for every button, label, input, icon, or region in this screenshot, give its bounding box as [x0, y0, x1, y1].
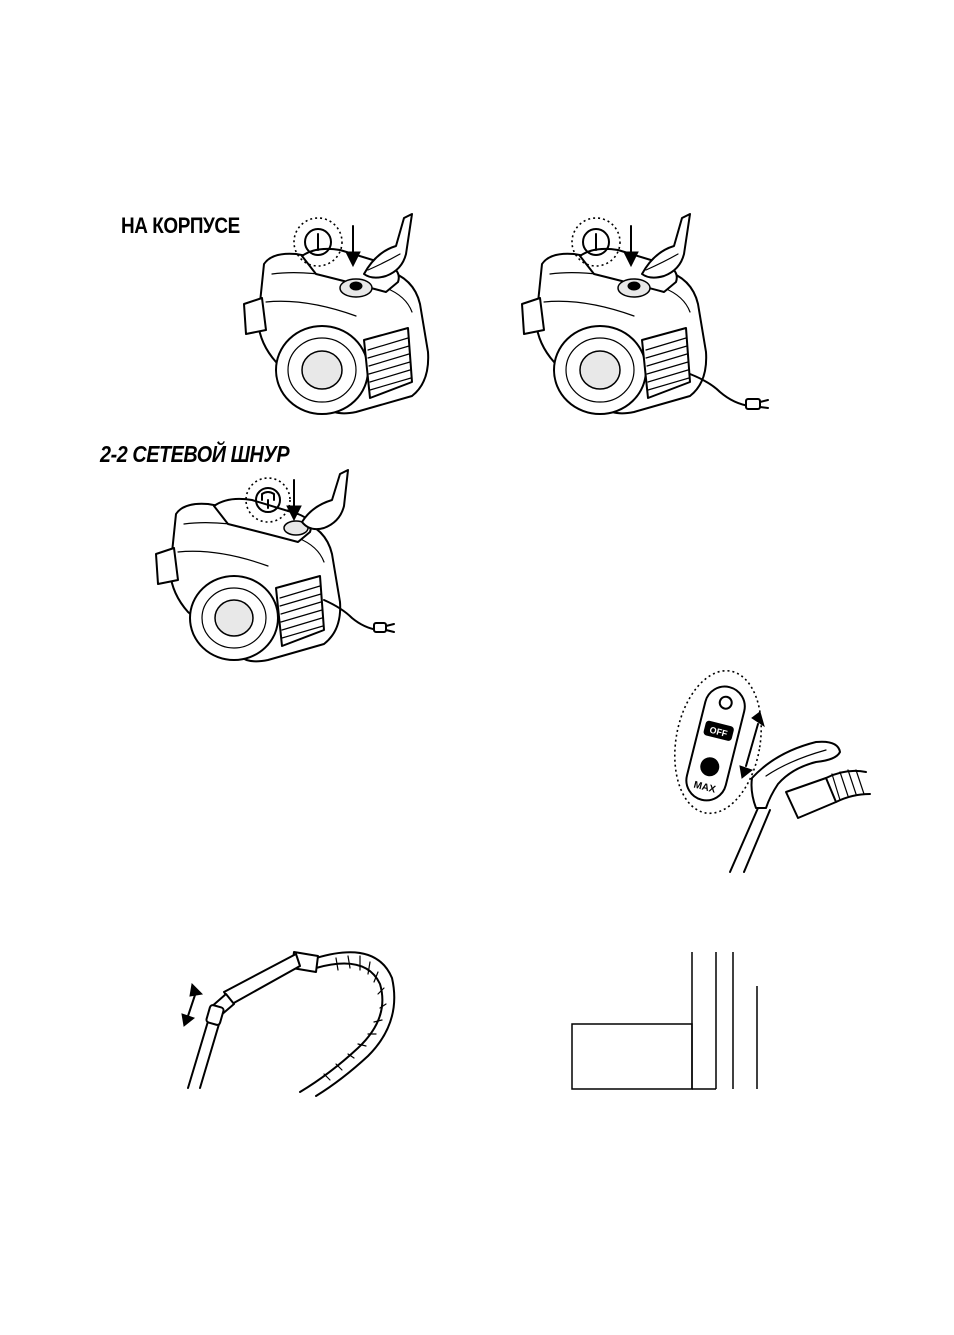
line-diagram-illustration	[570, 948, 770, 1093]
vacuum-cord-rewind-illustration	[152, 470, 402, 665]
double-arrow-icon	[740, 712, 764, 778]
double-arrow-icon	[182, 984, 202, 1026]
handle-suction-control-illustration: OFF MAX	[666, 668, 871, 873]
telescopic-tube-illustration	[170, 938, 390, 1098]
vacuum-power-on-cord-out-illustration	[514, 212, 774, 432]
section-heading-on-body: НА КОРПУСЕ	[121, 213, 240, 239]
vacuum-power-on-illustration	[236, 212, 436, 422]
section-heading-power-cord: 2-2 СЕТЕВОЙ ШНУР	[100, 441, 289, 468]
